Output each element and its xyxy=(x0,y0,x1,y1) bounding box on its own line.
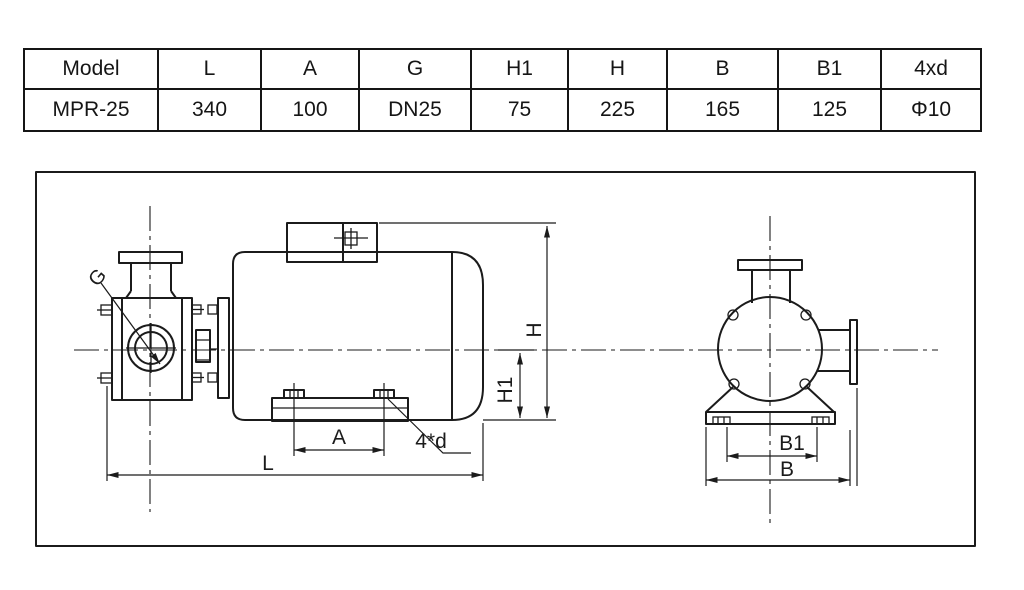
spec-header-model: Model xyxy=(23,48,159,90)
spec-table: Model L A G H1 H B B1 4xd MPR-25 340 100… xyxy=(23,48,982,132)
dimension-h1: H1 xyxy=(494,349,534,418)
b-extension-lines xyxy=(705,388,858,486)
dim-label-h1: H1 xyxy=(494,377,517,404)
terminal-box-bolt xyxy=(334,228,368,249)
inlet-cross-marks xyxy=(126,323,176,373)
a-extension-lines xyxy=(293,383,385,456)
pump-body-seams xyxy=(121,298,183,400)
motor-side-view xyxy=(232,222,484,422)
g-leader-line xyxy=(100,282,161,365)
spec-header-row: Model L A G H1 H B B1 4xd xyxy=(23,48,982,90)
spec-value-row: MPR-25 340 100 DN25 75 225 165 125 Φ10 xyxy=(23,88,982,132)
spec-header-b: B xyxy=(666,48,779,90)
dimension-l: L xyxy=(106,386,484,481)
spec-value-b: 165 xyxy=(666,88,779,132)
spec-value-4xd: Φ10 xyxy=(880,88,982,132)
dim-label-b1: B1 xyxy=(779,432,805,455)
base-diagonals xyxy=(705,386,835,413)
base-bolt-slots xyxy=(712,416,830,425)
dimension-b: B xyxy=(705,388,858,486)
casing-bolt-holes xyxy=(727,309,812,390)
motor-foot-rail xyxy=(271,397,409,422)
shaft-coupling xyxy=(195,329,218,363)
dimension-b1: B1 xyxy=(726,427,818,462)
dim-label-l: L xyxy=(262,452,274,475)
suction-flange-plate xyxy=(118,251,183,264)
dim-label-h: H xyxy=(523,322,546,337)
spec-header-g: G xyxy=(358,48,472,90)
suction-neck xyxy=(125,263,177,299)
base-slab xyxy=(705,411,836,425)
spec-header-h: H xyxy=(567,48,668,90)
dim-label-b: B xyxy=(780,458,794,481)
spec-header-a: A xyxy=(260,48,360,90)
spec-value-l: 340 xyxy=(157,88,262,132)
pump-side-bolts xyxy=(97,304,218,384)
spec-value-g: DN25 xyxy=(358,88,472,132)
pump-side-view xyxy=(97,251,230,401)
motor-body xyxy=(232,251,484,421)
pump-body xyxy=(111,297,193,401)
4d-leader-line xyxy=(387,398,471,454)
dimensions: G H H1 A 4*d L xyxy=(84,222,858,486)
spec-value-a: 100 xyxy=(260,88,360,132)
drawing-frame xyxy=(35,171,976,547)
dimension-4d: 4*d xyxy=(387,398,471,454)
centerlines xyxy=(74,206,938,524)
spec-header-4xd: 4xd xyxy=(880,48,982,90)
discharge-flange-plate xyxy=(849,319,858,385)
end-suction-flange-plate xyxy=(737,259,803,271)
foot-bolt-tabs xyxy=(283,389,395,399)
spec-value-model: MPR-25 xyxy=(23,88,159,132)
h-extension-lines xyxy=(379,222,556,421)
pump-end-view xyxy=(705,259,858,425)
discharge-pipe xyxy=(817,329,850,372)
spec-header-b1: B1 xyxy=(777,48,882,90)
spec-value-b1: 125 xyxy=(777,88,882,132)
spec-value-h: 225 xyxy=(567,88,668,132)
spec-header-h1: H1 xyxy=(470,48,569,90)
end-suction-neck xyxy=(751,270,791,303)
dim-label-4d: 4*d xyxy=(415,430,447,453)
dimension-h: H xyxy=(379,222,556,421)
casing-circle xyxy=(717,296,823,402)
dim-label-g: G xyxy=(84,265,111,291)
dimension-a: A xyxy=(293,383,385,456)
mounting-bracket-plate xyxy=(217,297,230,399)
spec-value-h1: 75 xyxy=(470,88,569,132)
l-extension-lines xyxy=(106,386,484,481)
dim-label-a: A xyxy=(332,426,346,449)
spec-header-l: L xyxy=(157,48,262,90)
terminal-box xyxy=(286,222,378,263)
